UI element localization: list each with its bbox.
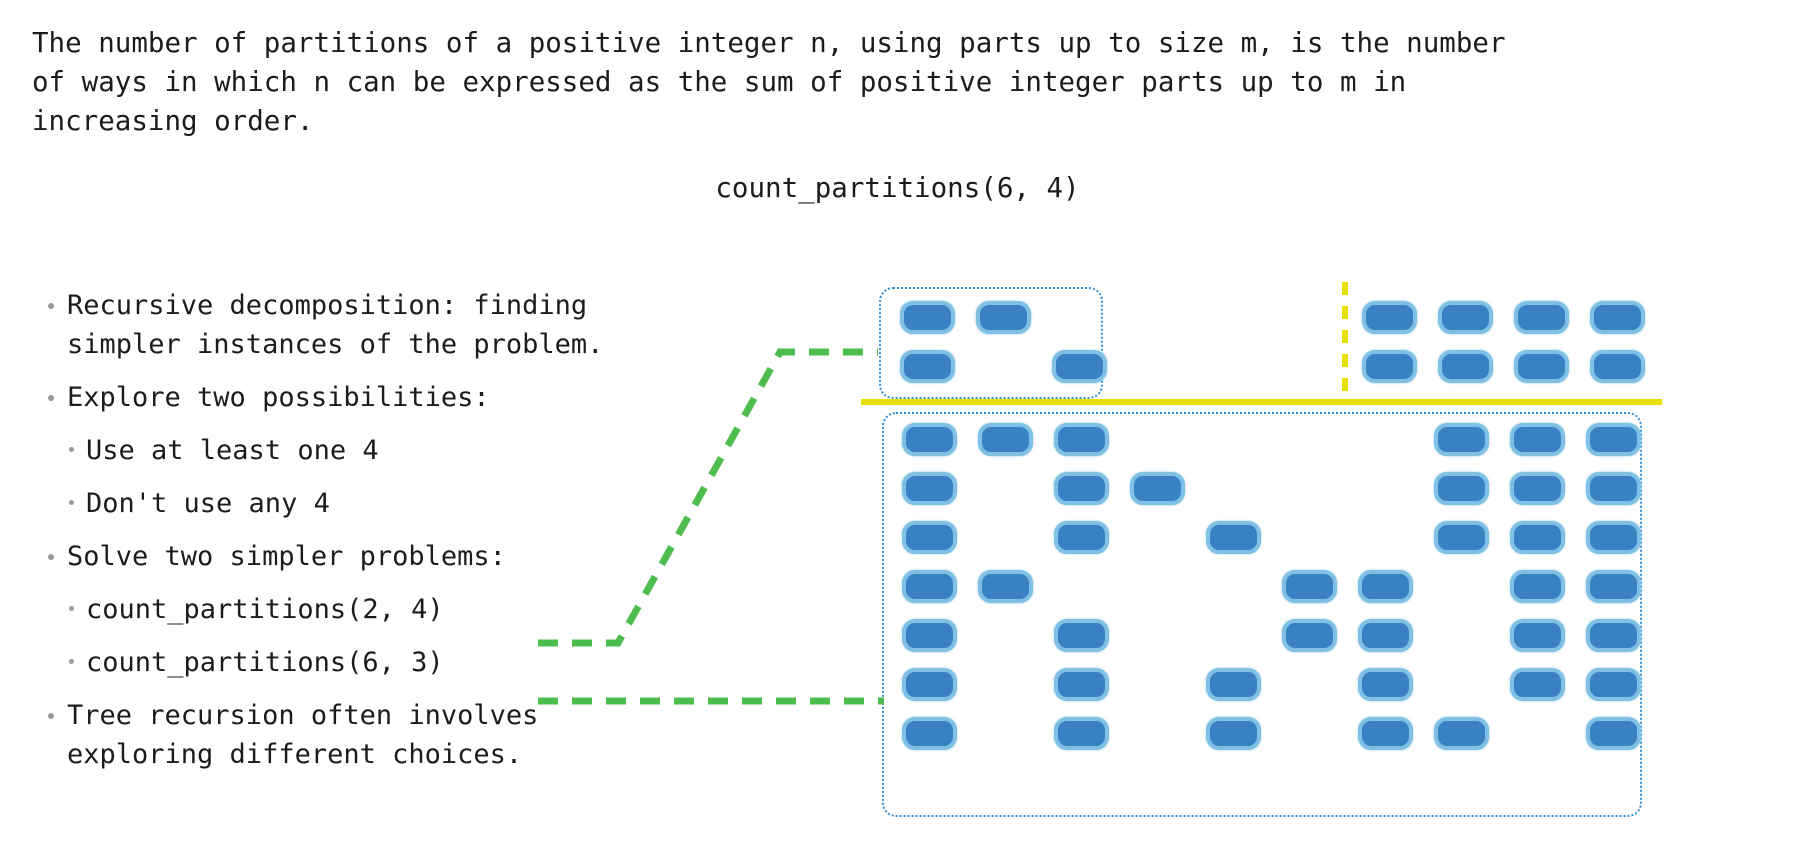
bottom-pill [1054,521,1109,554]
bottom-pill [1054,423,1109,456]
bottom-pill [1206,717,1261,750]
bottom-pill [1282,570,1337,603]
bottom-pill [902,668,957,701]
connector-to-top-box-icon [538,348,878,647]
top-left-pill [900,301,955,334]
bottom-pill [902,619,957,652]
bottom-pill [1586,521,1641,554]
bottom-pill [1206,521,1261,554]
bottom-pill [1510,668,1565,701]
list-item-label: Explore two possibilities: [67,382,490,413]
bottom-pill [1586,570,1641,603]
top-right-pill [1590,350,1645,383]
top-right-pill [1438,350,1493,383]
bottom-pill [1206,668,1261,701]
bottom-pill [1510,521,1565,554]
bullet-dot-icon [69,447,74,452]
bullet-dot-icon [69,659,74,664]
list-item-label: count_partitions(6, 3) [86,647,444,678]
top-right-pill [1362,301,1417,334]
bottom-pill [1130,472,1185,505]
list-item-label: Solve two simpler problems: [67,541,506,572]
bottom-pill [1434,423,1489,456]
bottom-pill [902,717,957,750]
bottom-pill [1054,717,1109,750]
list-item: Recursive decomposition: finding simpler… [48,286,768,364]
list-item: Don't use any 4 [48,484,768,523]
bottom-pill [1510,619,1565,652]
bottom-pill [1586,717,1641,750]
bottom-pill [1510,423,1565,456]
list-item: count_partitions(6, 3) [48,643,768,682]
bottom-pill [978,570,1033,603]
bottom-pill [1358,717,1413,750]
bullet-dot-icon [69,606,74,611]
top-right-pill [1590,301,1645,334]
bottom-pill [1510,472,1565,505]
top-left-pill [976,301,1031,334]
bottom-pill [902,570,957,603]
list-item-label: Don't use any 4 [86,488,330,519]
list-item-label: count_partitions(2, 4) [86,594,444,625]
bottom-pill [978,423,1033,456]
bullet-dot-icon [69,500,74,505]
list-item-label: Use at least one 4 [86,435,379,466]
list-item-label: Recursive decomposition: finding simpler… [67,290,604,360]
list-item: Use at least one 4 [48,431,768,470]
bottom-box [882,412,1642,817]
bottom-pill [1054,619,1109,652]
bottom-pill [1054,472,1109,505]
bottom-pill [1282,619,1337,652]
bullet-dot-icon [48,303,54,309]
page-title: count_partitions(6, 4) [715,172,1080,204]
bottom-pill [1510,570,1565,603]
bottom-pill [902,472,957,505]
bottom-pill [902,521,957,554]
bottom-pill [1358,570,1413,603]
list-item: Explore two possibilities: [48,378,768,417]
bottom-pill [1054,668,1109,701]
top-left-box [879,287,1103,399]
bottom-pill [1586,423,1641,456]
list-item-label: Tree recursion often involves exploring … [67,700,539,770]
bottom-pill [1434,472,1489,505]
bottom-pill [902,423,957,456]
bottom-pill [1586,668,1641,701]
bullet-dot-icon [48,395,54,401]
top-right-pill [1514,350,1569,383]
top-right-pill [1438,301,1493,334]
bottom-pill [1358,619,1413,652]
bottom-pill [1586,472,1641,505]
bullet-list: Recursive decomposition: finding simpler… [48,286,768,788]
list-item: Solve two simpler problems: [48,537,768,576]
list-item: count_partitions(2, 4) [48,590,768,629]
bottom-pill [1586,619,1641,652]
top-left-pill [1052,350,1107,383]
top-right-pill [1514,301,1569,334]
top-left-pill [900,350,955,383]
list-item: Tree recursion often involves exploring … [48,696,768,774]
bottom-pill [1358,668,1413,701]
bullet-dot-icon [48,713,54,719]
bullet-dot-icon [48,554,54,560]
bottom-pill [1434,717,1489,750]
top-right-pill [1362,350,1417,383]
intro-paragraph: The number of partitions of a positive i… [32,27,1506,137]
bottom-pill [1434,521,1489,554]
